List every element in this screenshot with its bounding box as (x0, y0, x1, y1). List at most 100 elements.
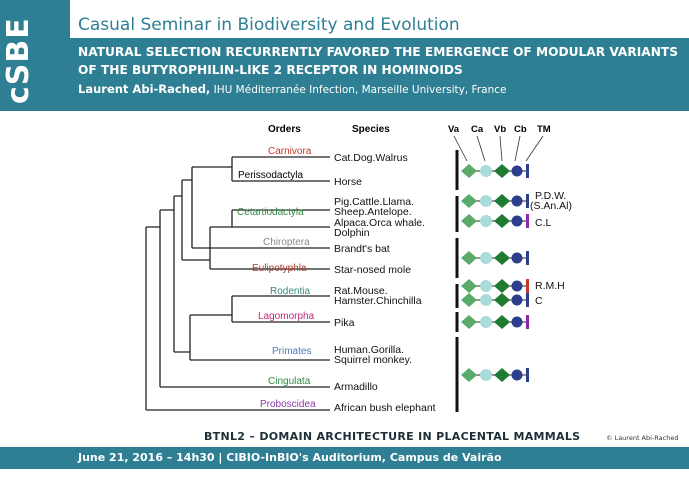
tm-domain (526, 368, 529, 382)
variant-rmh: R.M.H (535, 280, 565, 292)
domain-row-rodentia-b (461, 293, 529, 307)
title-band: NATURAL SELECTION RECURRENTLY FAVORED TH… (70, 38, 689, 108)
domain-row-rodentia-a (461, 279, 529, 293)
ca-domain (480, 294, 492, 306)
tm-domain (526, 279, 529, 293)
tm-domain (526, 293, 529, 307)
domain-row-cetartiodactyla-b (461, 214, 529, 228)
logo-text: cSBE (1, 17, 36, 104)
footer-band: June 21, 2016 – 14h30 | CIBIO-InBIO's Au… (0, 447, 689, 469)
tm-domain (526, 315, 529, 329)
order-cingulata: Cingulata (268, 376, 311, 387)
domain-vb: Vb (494, 124, 506, 135)
variant-labels: P.D.W. (S.An.Al) C.L R.M.H C (530, 190, 572, 307)
author-affiliation: IHU Méditerranée Infection, Marseille Un… (213, 84, 507, 96)
author-line: Laurent Abi-Rached, IHU Méditerranée Inf… (78, 82, 506, 96)
phylogeny-diagram: Orders Species Va Ca Vb Cb TM Carnivora … (145, 124, 572, 414)
tm-domain (526, 194, 529, 208)
ca-domain (480, 215, 492, 227)
vb-domain (494, 214, 510, 228)
tm-domain (526, 214, 529, 228)
domain-va: Va (448, 124, 460, 135)
va-domain (461, 251, 477, 265)
va-domain (461, 315, 477, 329)
order-eulipotyphla: Eulipotyphla (252, 263, 307, 274)
domain-row-lagomorpha (461, 315, 529, 329)
species-labels: Cat.Dog.Walrus Horse Pig.Cattle.Llama. S… (334, 152, 436, 414)
ca-domain (480, 252, 492, 264)
ca-domain (480, 316, 492, 328)
header-divider (0, 108, 689, 111)
order-rodentia: Rodentia (270, 286, 310, 297)
cb-domain (511, 280, 523, 292)
cb-domain (511, 252, 523, 264)
domain-row-carnivora-horse (461, 164, 529, 178)
cibio-logo: cSBE (0, 0, 70, 108)
species-brandts-bat: Brandt's bat (334, 243, 390, 255)
species-pig-cattle-llama: Pig.Cattle.Llama. (334, 196, 414, 208)
va-domain (461, 214, 477, 228)
species-human-gorilla: Human.Gorilla. (334, 344, 404, 356)
vb-domain (494, 164, 510, 178)
species-sheep-antelope: Sheep.Antelope. (334, 206, 412, 218)
orders-header: Orders (268, 124, 301, 135)
va-domain (461, 293, 477, 307)
vb-domain (494, 368, 510, 382)
va-domain (461, 194, 477, 208)
species-squirrel-monkey: Squirrel monkey. (334, 354, 412, 366)
ca-domain (480, 369, 492, 381)
ca-domain (480, 165, 492, 177)
cb-domain (511, 165, 523, 177)
order-primates: Primates (272, 346, 311, 357)
tm-domain (526, 164, 529, 178)
cb-domain (511, 316, 523, 328)
va-domain (461, 368, 477, 382)
domain-ca: Ca (471, 124, 484, 135)
copyright: © Laurent Abi-Rached (606, 434, 679, 442)
cb-domain (511, 294, 523, 306)
species-dolphin: Dolphin (334, 227, 370, 239)
seminar-title: Casual Seminar in Biodiversity and Evolu… (78, 15, 460, 35)
species-alpaca-orca: Alpaca.Orca whale. (334, 217, 425, 229)
species-header: Species (352, 124, 390, 135)
talk-title: NATURAL SELECTION RECURRENTLY FAVORED TH… (78, 45, 679, 77)
species-star-nosed-mole: Star-nosed mole (334, 264, 411, 276)
species-rat-mouse: Rat.Mouse. (334, 285, 388, 297)
cb-domain (511, 215, 523, 227)
vb-domain (494, 251, 510, 265)
vb-domain (494, 293, 510, 307)
order-perissodactyla: Perissodactyla (238, 170, 303, 181)
domain-cb: Cb (514, 124, 527, 135)
order-cetartiodactyla: Cetartiodactyla (237, 207, 304, 218)
domain-header-leads (453, 135, 544, 162)
species-horse: Horse (334, 176, 362, 188)
domain-row-cetartiodactyla-a (461, 194, 529, 208)
order-labels: Carnivora Perissodactyla Cetartiodactyla… (237, 146, 316, 410)
author-name: Laurent Abi-Rached, (78, 82, 211, 96)
vb-domain (494, 279, 510, 293)
cb-domain (511, 369, 523, 381)
vb-domain (494, 315, 510, 329)
vb-domain (494, 194, 510, 208)
figure-caption: BTNL2 – DOMAIN ARCHITECTURE IN PLACENTAL… (204, 430, 581, 443)
order-carnivora: Carnivora (268, 146, 312, 157)
species-pika: Pika (334, 317, 355, 329)
variant-sanal: (S.An.Al) (530, 200, 572, 212)
domain-row-primates-cingulata-proboscidea (461, 368, 529, 382)
va-domain (461, 279, 477, 293)
variant-pdw: P.D.W. (535, 190, 566, 202)
variant-c: C (535, 295, 543, 307)
cb-domain (511, 195, 523, 207)
variant-cl: C.L (535, 217, 552, 229)
ca-domain (480, 280, 492, 292)
order-chiroptera: Chiroptera (263, 237, 310, 248)
species-hamster-chinchilla: Hamster.Chinchilla (334, 295, 422, 307)
species-african-bush-elephant: African bush elephant (334, 402, 436, 414)
domain-architecture-rows (461, 164, 529, 382)
domain-headers: Va Ca Vb Cb TM (448, 124, 551, 135)
species-cat-dog-walrus: Cat.Dog.Walrus (334, 152, 408, 164)
tree-branches (145, 156, 330, 411)
tm-domain (526, 251, 529, 265)
order-lagomorpha: Lagomorpha (258, 311, 315, 322)
footer-text: June 21, 2016 – 14h30 | CIBIO-InBIO's Au… (78, 451, 502, 464)
